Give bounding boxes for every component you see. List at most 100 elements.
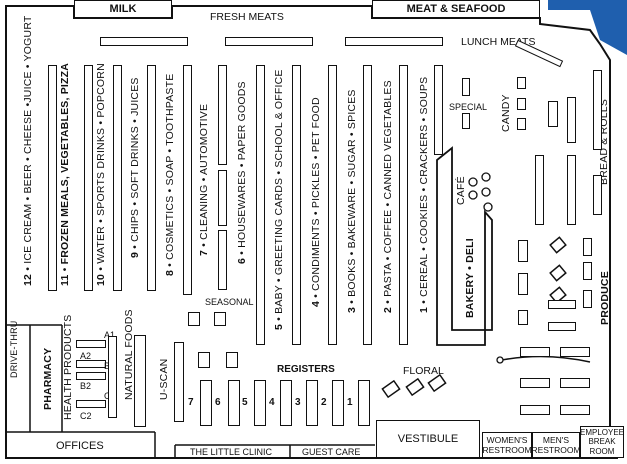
pharmacy-label: PHARMACY: [42, 347, 54, 410]
register-lane-6: [228, 380, 240, 426]
register-1: 1: [347, 397, 353, 408]
guest-care-label: GUEST CARE: [302, 447, 361, 457]
registers-label: REGISTERS: [277, 364, 335, 375]
produce-case: [560, 347, 590, 357]
pharmacy-shelf-c: [76, 400, 106, 408]
break-room-line2: BREAK: [588, 437, 616, 447]
produce-wall: [501, 355, 591, 363]
register-4: 4: [269, 397, 275, 408]
vestibule: VESTIBULE: [376, 420, 480, 458]
candy-label: CANDY: [500, 94, 512, 132]
cafe-table: [468, 177, 478, 187]
register-lane-3: [306, 380, 318, 426]
pharmacy-shelf-b: [76, 372, 106, 380]
aisle-9-shelf: [113, 65, 122, 291]
cafe-table: [468, 190, 478, 200]
candy-display: [517, 77, 526, 89]
aisle-8-label: 8 • COSMETICS • SOAP • TOOTHPASTE: [164, 73, 176, 276]
produce-display: [549, 286, 567, 304]
produce-case: [560, 378, 590, 388]
mens-restroom-line2: RESTROOM: [531, 445, 581, 455]
pharmacy-shelf-a1: [76, 340, 106, 348]
aisle-6-label: 6 • HOUSEWARES • PAPER GOODS: [236, 81, 248, 264]
u-scan-station: [174, 342, 184, 422]
register-6: 6: [215, 397, 221, 408]
produce-bin: [518, 310, 528, 325]
register-lane-5: [254, 380, 266, 426]
floral-label: FLORAL: [403, 365, 444, 377]
womens-restroom-line2: RESTROOM: [482, 445, 532, 455]
produce-case: [520, 405, 550, 415]
cafe-table: [481, 172, 491, 182]
cafe-table: [481, 187, 491, 197]
aisle-10-label: 10 • WATER • SPORTS DRINKS • POPCORN: [95, 63, 107, 286]
register-3: 3: [295, 397, 301, 408]
break-room-line1: EMPLOYEE: [580, 427, 625, 437]
section-c2: C2: [80, 411, 92, 421]
meat-case: [225, 37, 313, 46]
produce-wall-case: [593, 175, 602, 215]
produce-display: [549, 236, 567, 254]
produce-bin: [518, 240, 528, 262]
natural-foods-shelf: [134, 335, 146, 427]
produce-case: [548, 300, 576, 309]
aisle-8-shelf: [147, 65, 156, 291]
register-2: 2: [321, 397, 327, 408]
register-lane-2: [332, 380, 344, 426]
register-5: 5: [242, 397, 248, 408]
offices-label: OFFICES: [56, 440, 104, 452]
pharmacy-shelf-a2: [76, 360, 106, 368]
produce-marker: [496, 356, 504, 364]
section-a1: A1: [104, 330, 116, 340]
employee-break-room: EMPLOYEE BREAK ROOM: [580, 426, 624, 458]
floral-display: [427, 373, 447, 393]
register-7: 7: [188, 397, 194, 408]
exterior-accent: [548, 0, 627, 10]
drive-thru-label: DRIVE-THRU: [9, 320, 19, 379]
womens-restroom: WOMEN'S RESTROOM: [482, 432, 532, 458]
aisle-11-shelf: [48, 65, 57, 291]
produce-wall-case: [593, 70, 602, 150]
aisle-2-label: 2 • PASTA • COFFEE • CANNED VEGETABLES: [382, 80, 394, 313]
special-label: SPECIAL: [449, 102, 488, 112]
section-a2: A2: [80, 351, 92, 361]
mens-restroom-line1: MEN'S: [542, 435, 570, 445]
produce-label: PRODUCE: [599, 271, 611, 325]
candy-display: [517, 98, 526, 110]
aisle-3-shelf: [328, 65, 337, 345]
meat-case: [100, 37, 188, 46]
cafe-label: CAFÉ: [455, 176, 467, 205]
produce-case: [520, 347, 550, 357]
natural-foods-shelf: [108, 336, 117, 418]
register-lane-7: [200, 380, 212, 426]
seasonal-label: SEASONAL: [205, 297, 254, 307]
mens-restroom: MEN'S RESTROOM: [531, 432, 581, 458]
aisle-3-label: 3 • BOOKS • BAKEWARE • SUGAR • SPICES: [346, 89, 358, 313]
special-display: [462, 113, 470, 129]
seasonal-display: [214, 312, 226, 326]
fresh-meats-label: FRESH MEATS: [210, 11, 284, 23]
break-room-line3: ROOM: [589, 446, 615, 456]
aisle-6-shelf-mid: [218, 170, 227, 226]
deli-counter: [436, 146, 493, 346]
produce-case: [520, 378, 550, 388]
seasonal-shelf: [218, 230, 227, 290]
u-scan-label: U-SCAN: [158, 358, 170, 400]
aisle-11-label: 11 • FROZEN MEALS, VEGETABLES, PIZZA: [59, 62, 71, 286]
cafe-table: [483, 202, 493, 212]
aisle-4-shelf: [292, 65, 301, 345]
aisle-10-shelf: [84, 65, 93, 291]
produce-case: [583, 262, 592, 280]
bakery-deli-label: BAKERY • DELI: [464, 238, 476, 318]
produce-case: [583, 238, 592, 256]
seasonal-display: [188, 312, 200, 326]
register-lane-1: [358, 380, 370, 426]
produce-case: [548, 322, 576, 331]
produce-case: [567, 155, 576, 225]
candy-display: [567, 97, 576, 143]
health-products-label: HEALTH PRODUCTS: [62, 314, 74, 420]
meat-seafood-section: MEAT & SEAFOOD: [372, 0, 540, 18]
floral-display: [405, 377, 425, 397]
aisle-7-shelf: [183, 65, 192, 295]
aisle-7-label: 7 • CLEANING • AUTOMOTIVE: [198, 103, 210, 256]
